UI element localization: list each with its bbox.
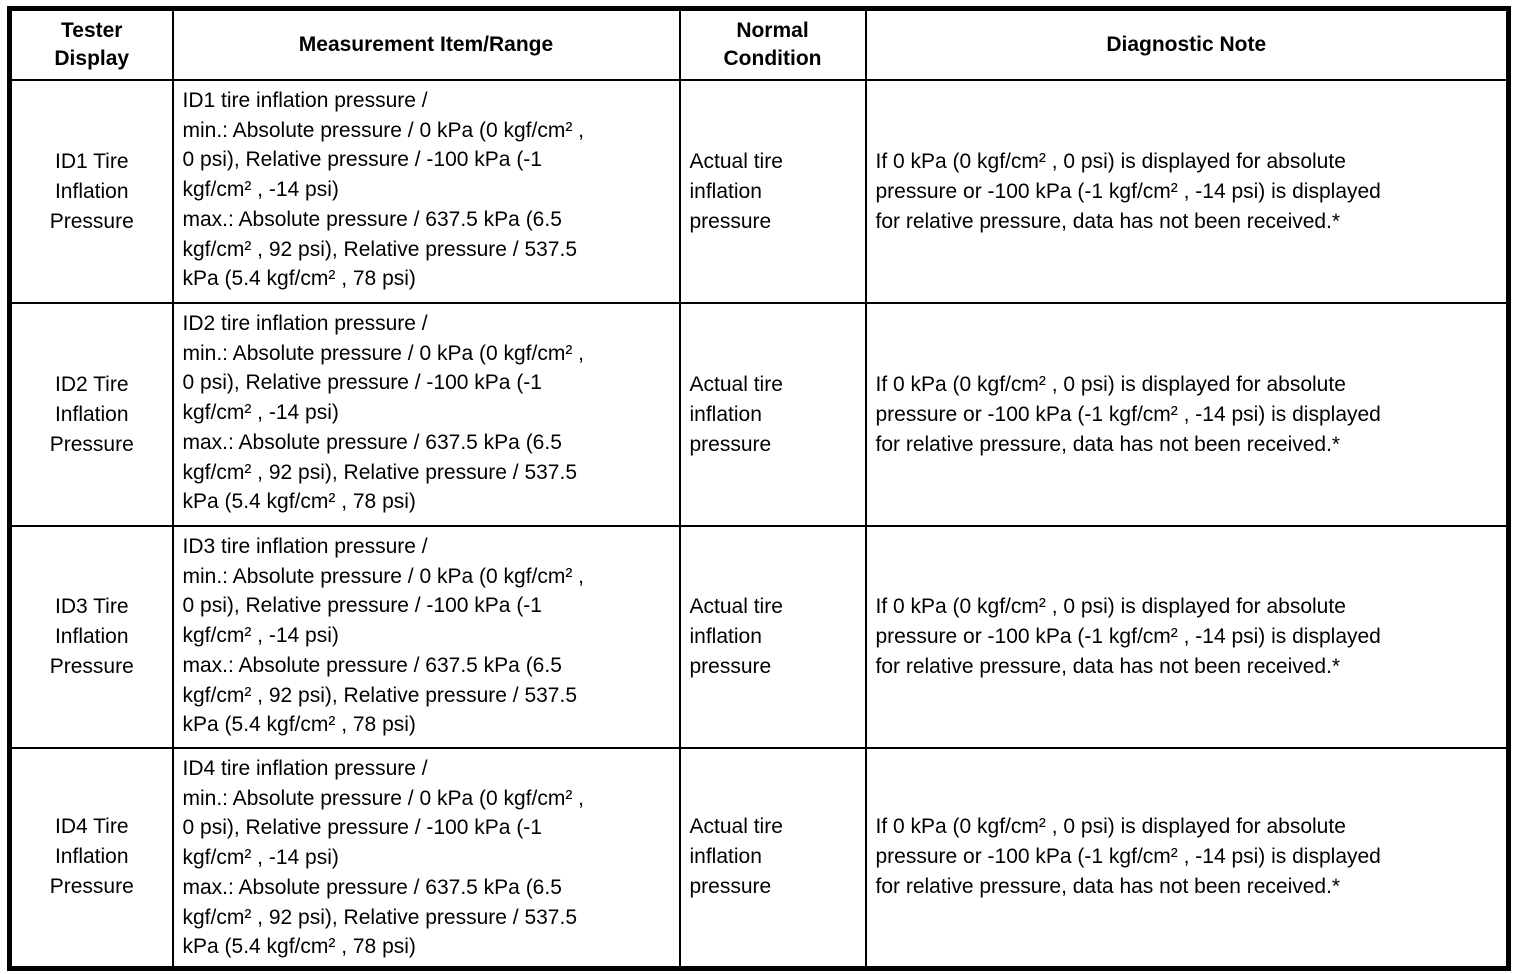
table-row: ID1 Tire Inflation Pressure ID1 tire inf… <box>8 79 1510 304</box>
cell-normal-condition: Actual tire inflation pressure <box>678 746 867 970</box>
table-row: ID2 Tire Inflation Pressure ID2 tire inf… <box>8 302 1510 527</box>
cell-measurement-item-range: ID1 tire inflation pressure / min.: Abso… <box>171 79 681 304</box>
cell-normal-condition: Actual tire inflation pressure <box>678 525 867 749</box>
cell-measurement-item-range: ID4 tire inflation pressure / min.: Abso… <box>171 746 681 970</box>
cell-diagnostic-note: If 0 kPa (0 kgf/cm² , 0 psi) is displaye… <box>864 79 1510 304</box>
header-cell-normal-condition: Normal Condition <box>678 7 867 81</box>
cell-tester-display: ID2 Tire Inflation Pressure <box>8 302 174 527</box>
cell-measurement-item-range: ID2 tire inflation pressure / min.: Abso… <box>171 302 681 527</box>
header-cell-diagnostic-note: Diagnostic Note <box>864 7 1510 81</box>
cell-diagnostic-note: If 0 kPa (0 kgf/cm² , 0 psi) is displaye… <box>864 525 1510 749</box>
cell-diagnostic-note: If 0 kPa (0 kgf/cm² , 0 psi) is displaye… <box>864 302 1510 527</box>
cell-diagnostic-note: If 0 kPa (0 kgf/cm² , 0 psi) is displaye… <box>864 746 1510 970</box>
cell-normal-condition: Actual tire inflation pressure <box>678 79 867 304</box>
header-cell-measurement-item-range: Measurement Item/Range <box>171 7 681 81</box>
table-row: ID4 Tire Inflation Pressure ID4 tire inf… <box>8 746 1510 970</box>
diagnostic-data-table: Tester Display Measurement Item/Range No… <box>7 6 1511 971</box>
cell-normal-condition: Actual tire inflation pressure <box>678 302 867 527</box>
cell-tester-display: ID3 Tire Inflation Pressure <box>8 525 174 749</box>
cell-tester-display: ID4 Tire Inflation Pressure <box>8 746 174 970</box>
header-cell-tester-display: Tester Display <box>8 7 174 81</box>
cell-tester-display: ID1 Tire Inflation Pressure <box>8 79 174 304</box>
table-row: ID3 Tire Inflation Pressure ID3 tire inf… <box>8 525 1510 749</box>
table-header-row: Tester Display Measurement Item/Range No… <box>8 7 1510 81</box>
cell-measurement-item-range: ID3 tire inflation pressure / min.: Abso… <box>171 525 681 749</box>
